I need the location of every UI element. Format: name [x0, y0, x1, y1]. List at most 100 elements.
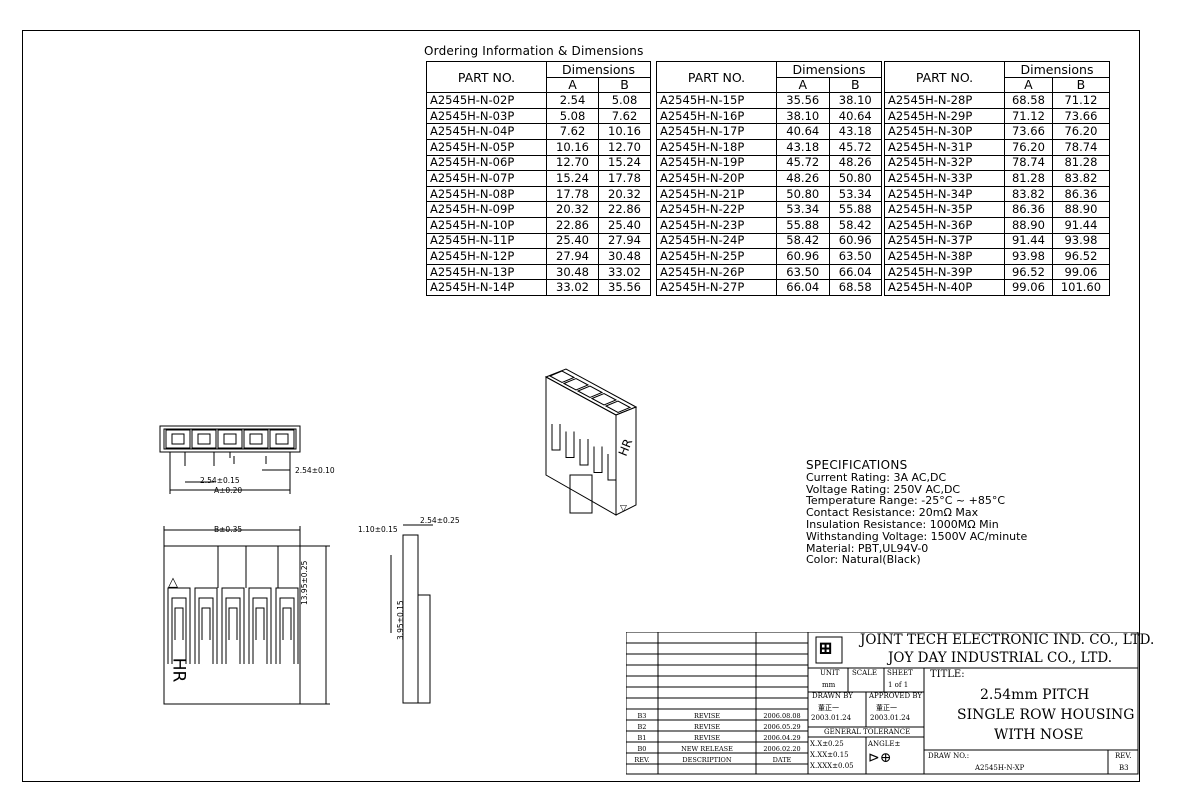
revision-code: B2 [637, 723, 647, 731]
unit-value: mm [822, 681, 836, 689]
spec-line: Insulation Resistance: 1000MΩ Min [806, 517, 999, 531]
part-number-cell: A2545H-N-17P [656, 123, 777, 140]
part-number-cell: A2545H-N-33P [884, 170, 1005, 187]
part-number-cell: A2545H-N-37P [884, 232, 1005, 250]
approved-by-name: 董正一 [876, 704, 897, 712]
dim-a-cell: 78.74 [1004, 154, 1053, 172]
iso-arrow-mark: ▽ [620, 504, 627, 514]
dimensions-header: Dimensions [546, 61, 651, 78]
hr-marking-iso: HR [616, 437, 635, 458]
a-dimension-label: A±0.20 [214, 486, 243, 495]
revision-description: DESCRIPTION [682, 756, 732, 764]
revision-description: REVISE [693, 723, 721, 731]
dim-a-cell: 7.62 [546, 123, 599, 140]
part-no-header: PART NO. [656, 60, 777, 94]
side-view-drawing [390, 524, 433, 704]
dim-a-cell: 30.48 [546, 263, 599, 281]
dim-a-cell: 73.66 [1004, 123, 1053, 140]
part-number-cell: A2545H-N-04P [426, 123, 547, 140]
part-number-cell: A2545H-N-39P [884, 263, 1005, 281]
top-view-drawing [159, 425, 301, 494]
dim-b-cell: 63.50 [828, 248, 882, 265]
dim-b-cell: 53.34 [828, 185, 882, 203]
company-name-2: JOY DAY INDUSTRIAL CO., LTD. [888, 650, 1112, 666]
unit-label: UNIT [820, 669, 840, 677]
rev-value: B3 [1119, 764, 1129, 772]
dim-a-cell: 15.24 [546, 170, 599, 187]
part-no-header: PART NO. [426, 60, 547, 94]
dim-a-cell: 81.28 [1004, 170, 1053, 187]
dim-a-cell: 45.72 [776, 154, 830, 172]
dim-b-cell: 96.52 [1051, 248, 1111, 265]
revision-date: DATE [772, 756, 792, 764]
draw-no-label: DRAW NO.: [928, 752, 970, 760]
part-number-cell: A2545H-N-27P [656, 279, 777, 296]
revision-date: 2006.05.29 [763, 723, 801, 731]
part-number-cell: A2545H-N-13P [426, 263, 547, 281]
dim-a-cell: 93.98 [1004, 248, 1053, 265]
part-number-cell: A2545H-N-19P [656, 154, 777, 172]
dim-a-cell: 55.88 [776, 216, 830, 234]
part-number-cell: A2545H-N-09P [426, 201, 547, 218]
dim-a-cell: 5.08 [546, 107, 599, 125]
dim-b-cell: 30.48 [598, 248, 651, 265]
dim-a-cell: 48.26 [776, 170, 830, 187]
dim-b-cell: 40.64 [828, 107, 882, 125]
dim-b-cell: 83.82 [1051, 170, 1111, 187]
dim-a-header: A [546, 76, 599, 94]
dim-b-cell: 25.40 [598, 216, 651, 234]
dim-b-cell: 48.26 [828, 154, 882, 172]
height-label: 13.95±0.25 [300, 560, 309, 605]
part-number-cell: A2545H-N-18P [656, 138, 777, 156]
company-name-1: JOINT TECH ELECTRONIC IND. CO., LTD. [860, 632, 1155, 648]
dim-b-cell: 12.70 [598, 138, 651, 156]
dim-b-cell: 60.96 [828, 232, 882, 250]
side-width-label: 1.10±0.15 [358, 525, 398, 534]
part-number-cell: A2545H-N-12P [426, 248, 547, 265]
dim-b-cell: 71.12 [1051, 92, 1111, 109]
pitch-top-label: 2.54±0.10 [295, 466, 335, 475]
dim-b-cell: 27.94 [598, 232, 651, 250]
part-number-cell: A2545H-N-06P [426, 154, 547, 172]
dim-a-cell: 22.86 [546, 216, 599, 234]
spec-line: Voltage Rating: 250V AC,DC [806, 482, 961, 496]
dim-b-header: B [598, 76, 651, 94]
revision-description: REVISE [693, 734, 721, 742]
dim-b-header: B [1051, 76, 1111, 94]
dim-a-cell: 96.52 [1004, 263, 1053, 281]
dim-b-cell: 78.74 [1051, 138, 1111, 156]
spec-line: Contact Resistance: 20mΩ Max [806, 506, 979, 520]
part-number-cell: A2545H-N-10P [426, 216, 547, 234]
dim-a-cell: 86.36 [1004, 201, 1053, 218]
dim-b-cell: 10.16 [598, 123, 651, 140]
part-number-cell: A2545H-N-16P [656, 107, 777, 125]
part-number-cell: A2545H-N-22P [656, 201, 777, 218]
dim-b-cell: 20.32 [598, 185, 651, 203]
dim-b-cell: 38.10 [828, 92, 882, 109]
dim-b-cell: 17.78 [598, 170, 651, 187]
title-line-1: 2.54mm PITCH [980, 687, 1090, 703]
part-number-cell: A2545H-N-38P [884, 248, 1005, 265]
part-number-cell: A2545H-N-03P [426, 107, 547, 125]
dim-b-cell: 50.80 [828, 170, 882, 187]
dim-a-cell: 53.34 [776, 201, 830, 218]
